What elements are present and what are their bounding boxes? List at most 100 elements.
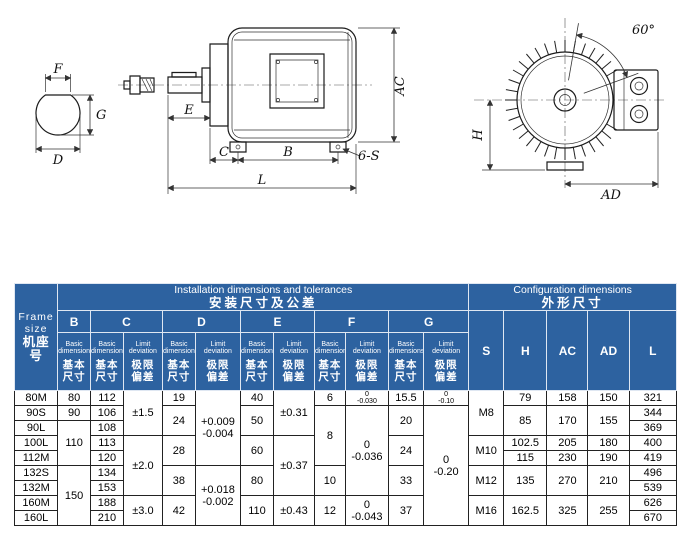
cell-d-dev: +0.018 -0.002 xyxy=(194,465,242,526)
cell-f-dev: 0 -0.030 xyxy=(344,390,390,406)
dim-label-b: B xyxy=(282,145,293,160)
header-col-h: H xyxy=(503,310,548,391)
dim-label-6s: 6-S xyxy=(358,149,380,164)
cell-b: 80 xyxy=(57,390,92,406)
cell-e-dev: ±0.31 xyxy=(272,390,316,436)
dimension-lines xyxy=(35,74,94,153)
terminal-box-end xyxy=(614,70,658,130)
cell-e: 40 xyxy=(240,390,274,406)
cell-frame: 160M xyxy=(13,495,59,511)
foot-end xyxy=(547,162,583,170)
cell-d: 42 xyxy=(161,495,196,526)
cell-l: 419 xyxy=(628,450,678,466)
header-col-ad: AD xyxy=(587,310,630,391)
header-col-e: E xyxy=(240,310,316,333)
shaft-section xyxy=(36,95,80,135)
cell-b: 90 xyxy=(57,405,92,421)
motor-side-view-drawing: E C B 6-S L AC xyxy=(110,27,408,207)
terminal-box-side xyxy=(270,54,324,108)
cell-ad: 210 xyxy=(587,465,630,496)
cell-c: 153 xyxy=(90,480,124,496)
header-frame-size-en: Frame size xyxy=(18,311,54,335)
cell-ad: 180 xyxy=(587,435,630,451)
cell-c: 108 xyxy=(90,420,124,436)
cell-c: 106 xyxy=(90,405,124,421)
cell-c: 113 xyxy=(90,435,124,451)
table-row-160L: 160L 210 670 xyxy=(13,510,678,526)
cell-e: 110 xyxy=(240,495,274,526)
cell-frame: 132S xyxy=(13,465,59,481)
header-col-f: F xyxy=(314,310,389,333)
cell-f-dev: 0 -0.043 xyxy=(344,495,390,526)
cell-d: 38 xyxy=(161,465,196,496)
cell-l: 626 xyxy=(628,495,678,511)
cell-b: 110 xyxy=(57,420,92,466)
cell-h: 115 xyxy=(503,450,548,466)
dim-label-e: E xyxy=(183,103,194,118)
cell-ac: 170 xyxy=(546,405,589,436)
cell-l: 344 xyxy=(628,405,678,421)
cell-d-dev: +0.009 -0.004 xyxy=(194,390,242,466)
cell-frame: 90L xyxy=(13,420,59,436)
dimension-lines xyxy=(482,23,659,188)
cell-l: 539 xyxy=(628,480,678,496)
header-col-ac: AC xyxy=(546,310,589,391)
cell-f-dev: 0 -0.036 xyxy=(344,405,390,496)
table-row-90L: 90L 110 108 369 xyxy=(13,420,678,466)
cell-ad: 150 xyxy=(587,390,630,406)
cell-l: 321 xyxy=(628,390,678,406)
header-col-c: C xyxy=(90,310,163,333)
cell-g: 15.5 xyxy=(388,390,424,406)
header-installation-group: Installation dimensions and tolerances 安… xyxy=(57,283,470,311)
shaft-section-drawing: F G D xyxy=(35,62,106,168)
dim-label-d: D xyxy=(52,153,64,168)
cell-h: 79 xyxy=(503,390,548,406)
cell-h: 102.5 xyxy=(503,435,548,451)
header-col-d: D xyxy=(161,310,242,333)
cell-f: 6 xyxy=(314,390,346,406)
cell-c: 188 xyxy=(90,495,124,511)
dim-label-ad: AD xyxy=(600,188,621,203)
cell-c: 134 xyxy=(90,465,124,481)
dimension-lines xyxy=(167,27,400,194)
cell-frame: 80M xyxy=(13,390,59,406)
table-row-160M: 160M 188 ±3.0 42 110 ±0.43 12 0 -0.043 3… xyxy=(13,495,678,526)
cell-g-dev: 0 -0.20 xyxy=(422,405,470,526)
table-row-132S: 132S 150 134 38 +0.018 -0.002 80 10 33 M… xyxy=(13,465,678,526)
header-configuration-en: Configuration dimensions xyxy=(513,284,632,297)
cell-l: 400 xyxy=(628,435,678,451)
header-installation-en: Installation dimensions and tolerances xyxy=(174,284,353,297)
cell-e: 60 xyxy=(240,435,274,466)
cell-d: 28 xyxy=(161,435,196,466)
cell-f: 8 xyxy=(314,405,346,466)
cell-s: M12 xyxy=(468,465,505,496)
header-col-s: S xyxy=(468,310,505,391)
cell-ac: 158 xyxy=(546,390,589,406)
cell-f: 10 xyxy=(314,465,346,496)
dim-label-g: G xyxy=(96,108,106,123)
cell-c-dev: ±2.0 xyxy=(122,435,163,496)
cell-h: 162.5 xyxy=(503,495,548,526)
cell-h: 85 xyxy=(503,405,548,436)
cell-c-dev: ±3.0 xyxy=(122,495,163,526)
cell-g-dev: 0 -0.10 xyxy=(422,390,470,406)
cell-g: 24 xyxy=(388,435,424,466)
cell-e-dev: ±0.37 xyxy=(272,435,316,496)
dim-label-f: F xyxy=(52,62,63,77)
cell-ac: 205 xyxy=(546,435,589,451)
cell-e: 80 xyxy=(240,465,274,496)
cell-g: 20 xyxy=(388,405,424,436)
cell-ac: 270 xyxy=(546,465,589,496)
header-frame-size-zh: 机座 号 xyxy=(22,335,50,363)
cell-d: 24 xyxy=(161,405,196,436)
header-frame-size: Frame size 机座 号 xyxy=(13,283,59,391)
cell-h: 135 xyxy=(503,465,548,496)
dim-label-l: L xyxy=(257,173,267,188)
